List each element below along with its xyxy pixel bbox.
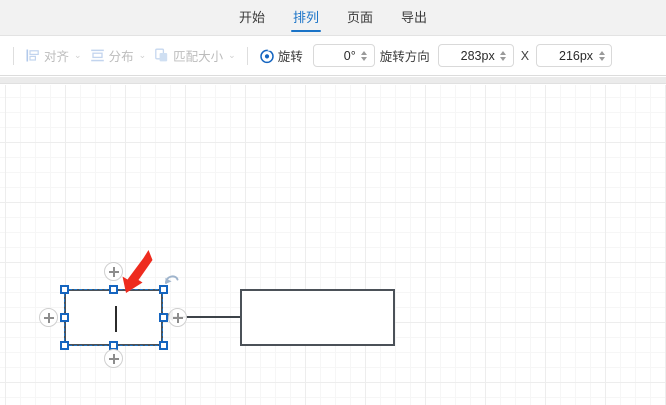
rotate-icon bbox=[259, 48, 274, 64]
chevron-down-icon: ⌄ bbox=[138, 50, 147, 60]
tab-page-label: 页面 bbox=[347, 10, 374, 25]
selection-outline bbox=[64, 289, 163, 346]
resize-handle-middle-right[interactable] bbox=[159, 313, 168, 322]
distribute-icon bbox=[90, 48, 105, 63]
add-shape-handle-bottom[interactable] bbox=[104, 349, 123, 368]
width-value: 283px bbox=[460, 48, 495, 63]
rotation-angle-value: 0° bbox=[343, 48, 356, 63]
match-size-label: 匹配大小 bbox=[173, 50, 224, 64]
toolbar-divider bbox=[246, 46, 248, 65]
resize-handle-top-center[interactable] bbox=[109, 285, 118, 294]
rotation-angle-stepper[interactable] bbox=[360, 48, 369, 63]
add-shape-handle-right[interactable] bbox=[168, 308, 187, 327]
rotation-angle-field[interactable]: 0° bbox=[312, 44, 375, 67]
width-field[interactable]: 283px bbox=[437, 44, 514, 67]
tab-arrange[interactable]: 排列 bbox=[279, 0, 333, 35]
text-cursor bbox=[115, 306, 117, 332]
ribbon-tab-bar: 开始 排列 页面 导出 bbox=[0, 0, 666, 36]
arrange-toolbar: 对齐 ⌄ 分布 ⌄ 匹配大小 ⌄ bbox=[0, 36, 666, 76]
rectangle-selected[interactable] bbox=[64, 289, 163, 346]
align-button[interactable]: 对齐 ⌄ bbox=[21, 43, 86, 69]
rotate-direction-label: 旋转方向 bbox=[379, 50, 430, 64]
height-value: 216px bbox=[559, 48, 594, 63]
resize-handle-bottom-right[interactable] bbox=[159, 341, 168, 350]
add-shape-handle-top[interactable] bbox=[104, 262, 123, 281]
tab-home-label: 开始 bbox=[238, 10, 265, 25]
diagram-canvas[interactable] bbox=[0, 77, 666, 405]
tab-export[interactable]: 导出 bbox=[387, 0, 441, 35]
match-size-button[interactable]: 匹配大小 ⌄ bbox=[150, 43, 240, 69]
dimension-separator: X bbox=[520, 48, 530, 63]
align-label: 对齐 bbox=[44, 50, 70, 64]
tab-arrange-label: 排列 bbox=[292, 10, 319, 25]
distribute-button[interactable]: 分布 ⌄ bbox=[86, 43, 151, 69]
resize-handle-top-right[interactable] bbox=[159, 285, 168, 294]
rotate-button[interactable]: 旋转 bbox=[255, 43, 307, 69]
width-stepper[interactable] bbox=[499, 48, 508, 63]
match-size-icon bbox=[154, 48, 169, 63]
tab-home[interactable]: 开始 bbox=[225, 0, 279, 35]
distribute-label: 分布 bbox=[108, 50, 134, 64]
tab-export-label: 导出 bbox=[401, 10, 428, 25]
resize-handle-bottom-left[interactable] bbox=[60, 341, 69, 350]
rotate-handle[interactable] bbox=[163, 270, 181, 288]
rectangle-target[interactable] bbox=[240, 289, 395, 346]
chevron-down-icon: ⌄ bbox=[228, 50, 236, 60]
connector-line[interactable] bbox=[166, 316, 242, 318]
tab-page[interactable]: 页面 bbox=[333, 0, 387, 35]
toolbar-divider bbox=[13, 46, 14, 65]
align-icon bbox=[25, 48, 40, 63]
height-stepper[interactable] bbox=[597, 48, 606, 63]
canvas-top-strip bbox=[0, 77, 666, 84]
resize-handle-middle-left[interactable] bbox=[60, 313, 69, 322]
chevron-down-icon: ⌄ bbox=[74, 50, 82, 60]
height-field[interactable]: 216px bbox=[536, 44, 613, 67]
canvas-grid bbox=[0, 85, 666, 405]
rotate-label: 旋转 bbox=[277, 50, 303, 64]
add-shape-handle-left[interactable] bbox=[39, 308, 58, 327]
resize-handle-top-left[interactable] bbox=[60, 285, 69, 294]
